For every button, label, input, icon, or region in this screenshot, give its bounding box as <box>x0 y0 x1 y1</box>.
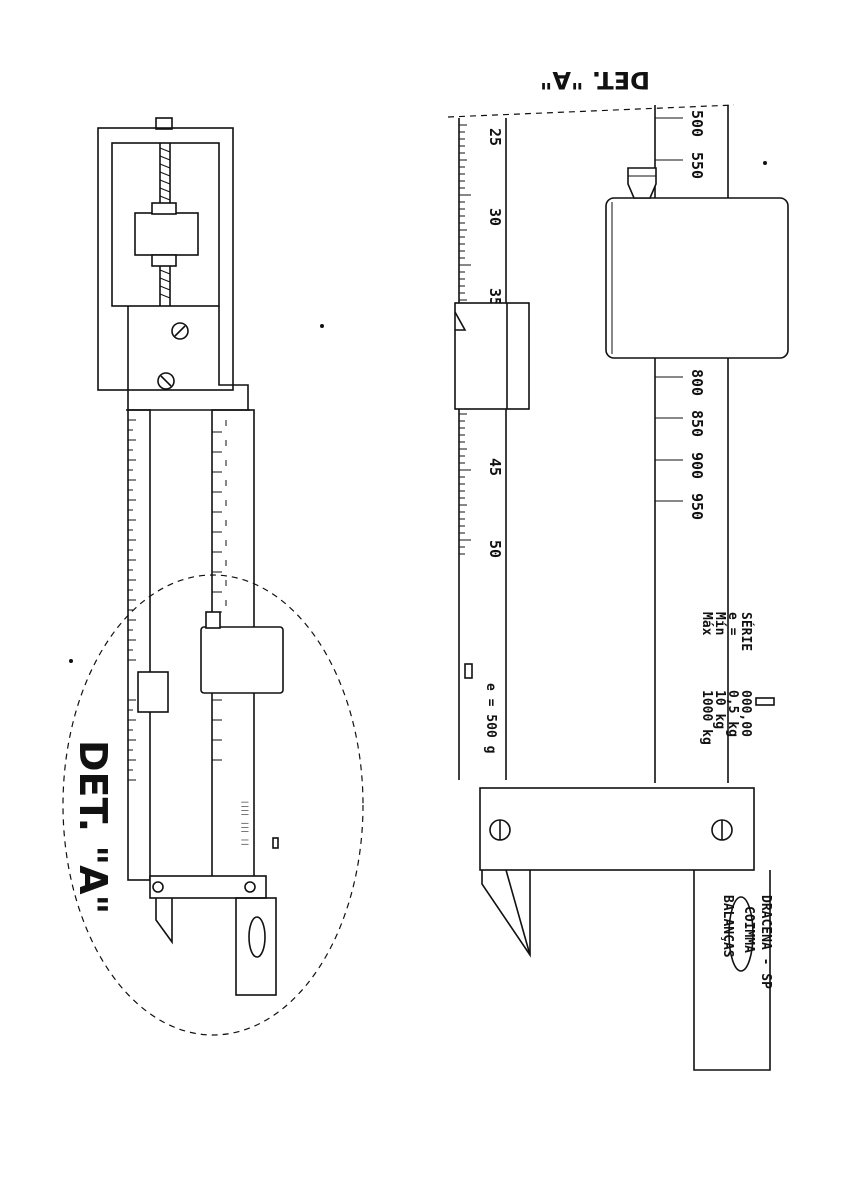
lower-scale-label: 850 <box>688 410 706 437</box>
lower-scale-label: 500 <box>688 110 706 137</box>
upper-poise <box>137 671 169 713</box>
detail-beam-end <box>693 870 771 1071</box>
upper-scale-label: 45 <box>486 458 504 476</box>
spec-label: Máx <box>699 612 714 636</box>
spec-label: SÉRIE <box>738 612 754 651</box>
reference-line <box>447 104 735 118</box>
pivot-screw-icon <box>171 322 189 340</box>
brand-line2: DRACENA - SP <box>758 895 773 989</box>
upper-detail-ticks <box>459 124 471 555</box>
hanger-screw-icon <box>244 881 256 893</box>
counterweight-knob <box>627 167 657 199</box>
lower-scale-label: 900 <box>688 452 706 479</box>
spec-value: 000,00 <box>738 690 753 737</box>
detail-a-view: DET. "A" 25 30 35 45 50 e = 500 g 500 55… <box>447 66 789 1071</box>
spec-label: Mín <box>712 612 727 635</box>
mini-logo-icon <box>248 916 266 958</box>
svg-text:|||| ||| ||: |||| ||| || <box>241 800 249 846</box>
upper-beam-ticks <box>128 419 136 781</box>
upper-detail-poise <box>454 302 530 410</box>
lower-scale-label: 550 <box>688 152 706 179</box>
upper-bar-label: e = 500 g <box>483 683 498 753</box>
adjuster-frame-outer <box>97 127 234 391</box>
knife-blade <box>481 870 531 958</box>
upper-scale-label: 30 <box>486 208 504 226</box>
detail-title: DET. "A" <box>540 66 650 94</box>
detail-hanger-bar <box>479 787 755 871</box>
lower-scale-label: 950 <box>688 493 706 520</box>
detail-callout-label: DET. "A" <box>71 740 115 914</box>
hanger-screw-icon <box>489 819 511 841</box>
full-device-view: |||| ||| || DET. "A" <box>62 117 364 1036</box>
upper-scale-label: 35 <box>486 288 504 306</box>
spec-label: e = <box>725 612 740 636</box>
brand-logo-text: COIMMA <box>741 906 756 953</box>
counterweight <box>200 626 284 694</box>
detail-callout-circle <box>62 574 364 1036</box>
beam-end <box>235 897 277 996</box>
upper-beam <box>127 409 151 881</box>
brand-logo-icon <box>728 896 754 972</box>
upper-scale-label: 50 <box>486 540 504 558</box>
top-knob <box>155 117 173 130</box>
adjuster-frame-inner <box>111 142 220 307</box>
hook-blade <box>155 898 173 945</box>
lower-detail-ticks <box>655 117 683 502</box>
spec-value: 1000 kg <box>699 690 714 745</box>
lower-beam-ticks <box>212 420 227 761</box>
hanger-bar <box>149 875 267 899</box>
hanger-screw-icon <box>152 881 164 893</box>
lower-pin <box>755 697 775 706</box>
pivot-screw-icon <box>157 372 175 390</box>
brand-line1: BALANÇAS <box>720 895 735 958</box>
adjuster-block <box>134 212 199 256</box>
upper-scale-label: 25 <box>486 128 504 146</box>
spec-value: 0,5 kg <box>725 690 740 737</box>
detail-counterweight <box>605 197 789 359</box>
spec-value: 10 kg <box>712 690 727 729</box>
lower-scale-label: 800 <box>688 369 706 396</box>
upper-pin <box>464 663 473 679</box>
hanger-screw-icon <box>711 819 733 841</box>
